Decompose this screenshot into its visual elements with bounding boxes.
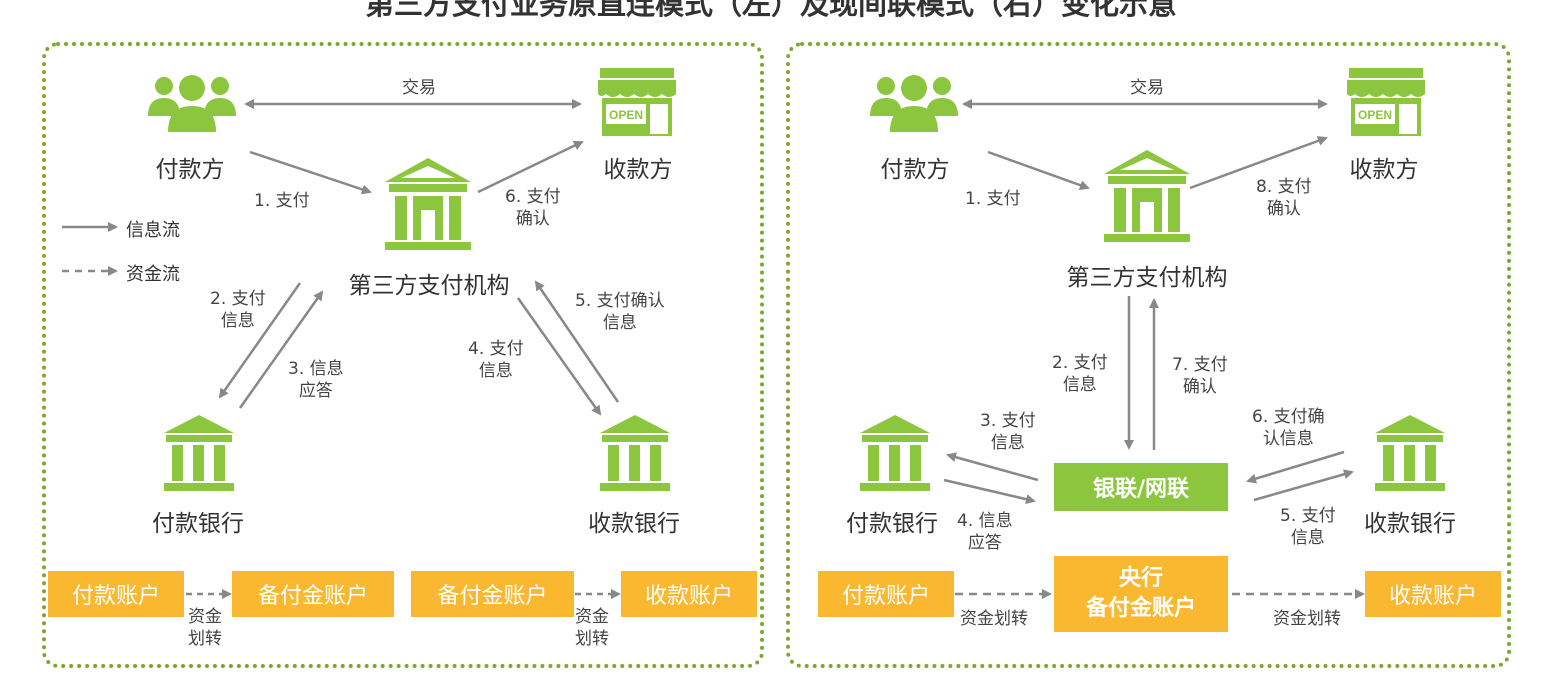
right-third-party-label: 第三方支付机构 <box>1066 265 1228 291</box>
right-step-2: 2. 支付信息 <box>1052 353 1108 395</box>
payee-bank-icon-right <box>1375 415 1445 491</box>
right-payer-account: 付款账户 <box>818 571 954 617</box>
right-step-1: 1. 支付 <box>965 189 1021 209</box>
left-reserve-account-1: 备付金账户 <box>232 571 394 617</box>
left-step-3: 3. 信息应答 <box>288 359 344 401</box>
arrow-left-bank-reply <box>238 290 324 409</box>
arrow-right-payee-bank-confirm <box>1246 450 1345 484</box>
arrow-left-pay <box>249 150 372 195</box>
payer-bank-icon <box>164 415 234 491</box>
page-title: 第三方支付业务原直连模式（左）及现间联模式（右）变化示意 <box>364 0 1177 21</box>
svg-text:OPEN: OPEN <box>609 108 643 122</box>
left-step-5: 5. 支付确认信息 <box>575 291 665 333</box>
right-step-5: 5. 支付信息 <box>1280 506 1336 548</box>
left-third-party-label: 第三方支付机构 <box>348 273 510 299</box>
legend-info-label: 信息流 <box>126 220 180 241</box>
arrow-right-payer-bank-reply <box>943 478 1036 505</box>
payee-bank-icon <box>600 415 670 491</box>
right-step-7: 7. 支付确认 <box>1172 355 1228 397</box>
indirect-mode-panel <box>786 42 1511 668</box>
direct-mode-panel <box>42 42 764 668</box>
legend-fund-label: 资金流 <box>126 264 180 285</box>
netunion-box: 银联/网联 <box>1054 463 1228 511</box>
arrow-right-confirm <box>1189 136 1328 190</box>
left-payee-label: 收款方 <box>603 157 673 183</box>
arrow-right-to-payer-bank <box>946 452 1039 482</box>
right-payer-bank-label: 付款银行 <box>846 511 938 537</box>
arrow-left-payee-bank-confirm <box>534 280 620 403</box>
left-step-6: 6. 支付确认 <box>505 187 561 229</box>
left-step-4: 4. 支付信息 <box>468 339 524 381</box>
left-step-2: 2. 支付信息 <box>210 289 266 331</box>
right-step-3: 3. 支付信息 <box>980 411 1036 453</box>
left-payee-account: 收款账户 <box>621 571 757 617</box>
left-payee-bank-label: 收款银行 <box>588 511 680 537</box>
payer-bank-icon-right <box>860 415 930 491</box>
right-payee-account: 收款账户 <box>1365 571 1501 617</box>
right-payee-label: 收款方 <box>1349 157 1419 183</box>
institution-building-icon <box>385 158 471 250</box>
institution-building-icon-right <box>1104 150 1190 242</box>
payer-people-icon <box>148 75 236 132</box>
left-step-1: 1. 支付 <box>254 191 310 211</box>
left-payer-label: 付款方 <box>155 157 225 183</box>
right-transfer-1: 资金划转 <box>960 609 1028 629</box>
right-trade-label: 交易 <box>1130 78 1164 98</box>
payee-shop-icon-right: OPEN <box>1347 68 1425 136</box>
left-payer-bank-label: 付款银行 <box>152 511 244 537</box>
arrow-right-to-payee-bank <box>1253 469 1354 502</box>
right-payee-bank-label: 收款银行 <box>1364 511 1456 537</box>
left-transfer-2: 资金划转 <box>575 607 609 649</box>
arrow-left-confirm <box>477 140 584 194</box>
left-transfer-1: 资金划转 <box>188 607 222 649</box>
right-payer-label: 付款方 <box>880 157 950 183</box>
right-transfer-2: 资金划转 <box>1273 609 1341 629</box>
right-step-6: 6. 支付确认信息 <box>1252 407 1325 449</box>
left-payer-account: 付款账户 <box>48 571 184 617</box>
arrow-left-info-to-payee-bank <box>516 297 602 416</box>
right-step-8: 8. 支付确认 <box>1256 177 1312 219</box>
payer-people-icon-right <box>870 75 958 132</box>
left-trade-label: 交易 <box>402 78 436 98</box>
central-bank-reserve-account: 央行 备付金账户 <box>1054 556 1228 632</box>
arrow-right-pay <box>987 150 1090 190</box>
right-step-4: 4. 信息应答 <box>957 511 1013 553</box>
svg-text:OPEN: OPEN <box>1358 108 1392 122</box>
payee-shop-icon: OPEN <box>598 68 676 136</box>
arrow-left-info-to-bank <box>218 282 302 399</box>
left-reserve-account-2: 备付金账户 <box>411 571 574 617</box>
